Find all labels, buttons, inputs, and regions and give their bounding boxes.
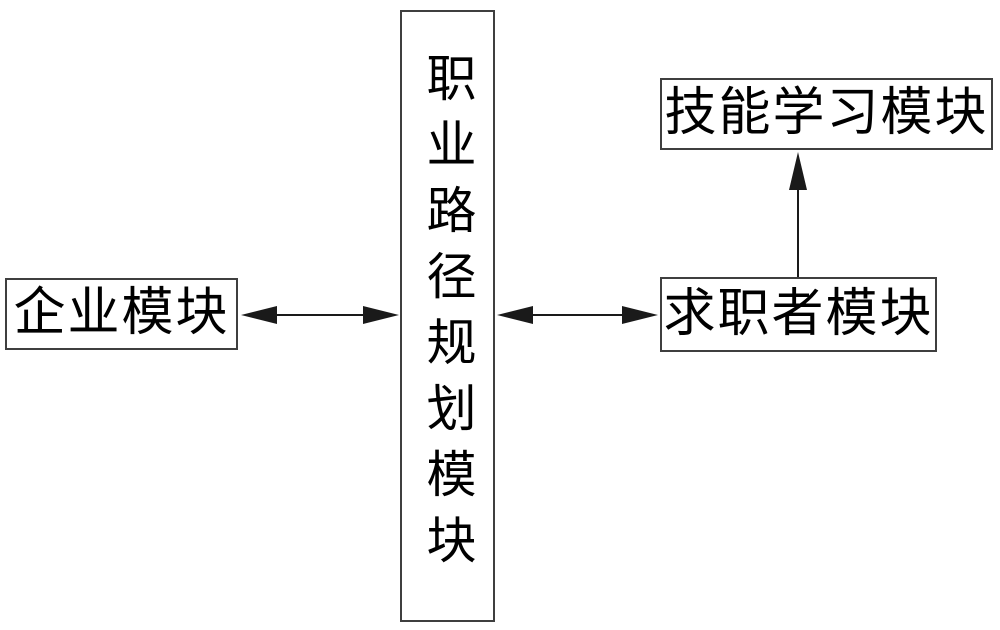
arrow-careerpath-jobseeker — [497, 306, 658, 324]
job-seeker-module-label: 求职者模块 — [663, 285, 934, 343]
skill-learning-module-label: 技能学习模块 — [664, 85, 989, 142]
node-skill-learning-module: 技能学习模块 — [660, 78, 993, 150]
node-career-path-module: 职业路径规划模块 — [400, 10, 495, 622]
arrow-enterprise-careerpath — [241, 306, 399, 324]
enterprise-module-label: 企业模块 — [13, 285, 230, 342]
node-job-seeker-module: 求职者模块 — [660, 277, 937, 352]
node-enterprise-module: 企业模块 — [5, 278, 238, 350]
arrow-jobseeker-skilllearning — [789, 152, 807, 277]
career-path-module-label: 职业路径规划模块 — [419, 52, 476, 580]
